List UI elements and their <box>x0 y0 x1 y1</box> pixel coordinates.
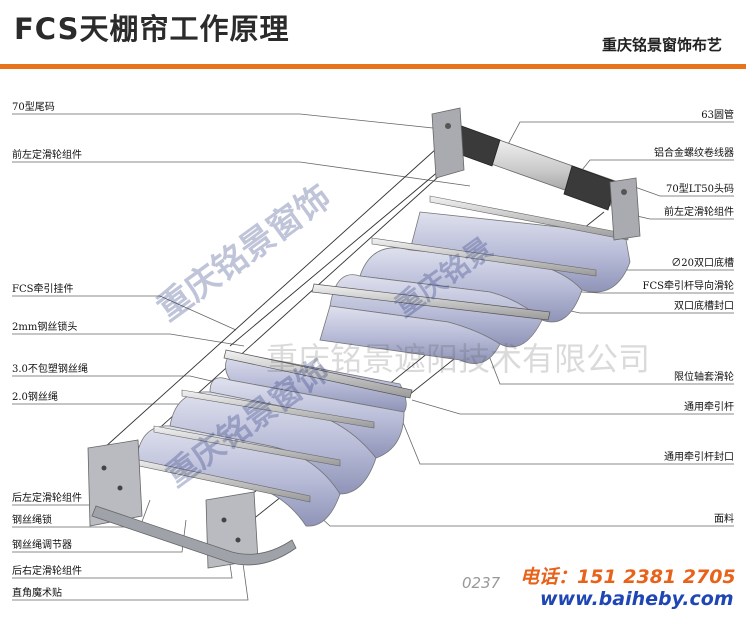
label-wire-adjuster: 钢丝绳调节器 <box>12 538 72 551</box>
label-70-tail-cap: 70型尾码 <box>12 100 55 113</box>
label-traction-bar: 通用牵引杆 <box>684 401 734 413</box>
label-3mm-wire: 3.0不包塑钢丝绳 <box>12 362 88 375</box>
fabric-panels <box>135 211 631 527</box>
left-labels: 70型尾码 前左定滑轮组件 FCS牵引挂件 2mm钢丝锁头 3.0不包塑钢丝绳 … <box>12 100 88 599</box>
bottom-hardware <box>87 439 297 569</box>
watermark-3: 重庆铭景遮阳技术有限公司 <box>266 340 650 378</box>
rails <box>119 195 629 503</box>
label-rear-right-pulley: 后右定滑轮组件 <box>12 564 82 577</box>
label-front-left-pulley-right: 前左定滑轮组件 <box>664 205 734 218</box>
label-wire-lock-head: 2mm钢丝锁头 <box>12 320 77 333</box>
phone-watermark: 0237 <box>462 574 501 592</box>
label-63-tube: 63圆管 <box>701 108 734 121</box>
website-url: www.baiheby.com <box>540 588 734 610</box>
phone-number: 电话：151 2381 2705 <box>520 566 736 588</box>
label-traction-bar-cap: 通用牵引杆封口 <box>664 450 734 463</box>
label-guide-pulley: FCS牵引杆导向滑轮 <box>643 279 734 292</box>
label-front-left-pulley: 前左定滑轮组件 <box>12 148 82 161</box>
label-fabric: 面料 <box>714 512 734 525</box>
label-wire-winder: 铝合金螺纹卷线器 <box>654 146 734 159</box>
label-lt50-head: 70型LT50头码 <box>666 182 734 195</box>
roller-tube <box>431 107 641 241</box>
label-fcs-hanger: FCS牵引挂件 <box>12 282 73 295</box>
label-rear-left-pulley: 后左定滑轮组件 <box>12 491 82 504</box>
accent-bar <box>0 64 746 69</box>
label-bottom-channel: ∅20双口底槽 <box>671 256 734 269</box>
label-limit-pulley: 限位轴套滑轮 <box>674 370 734 383</box>
label-wire-lock: 钢丝绳锁 <box>12 513 52 526</box>
right-labels: 63圆管 铝合金螺纹卷线器 70型LT50头码 前左定滑轮组件 ∅20双口底槽 … <box>643 108 734 525</box>
label-channel-cap: 双口底槽封口 <box>674 299 734 312</box>
company-name: 重庆铭景窗饰布艺 <box>601 36 722 54</box>
page-title: FCS天棚帘工作原理 <box>14 12 290 46</box>
label-2mm-wire: 2.0钢丝绳 <box>12 390 58 403</box>
label-velcro: 直角魔术贴 <box>12 586 62 599</box>
watermark-1: 重庆铭景窗饰 <box>150 177 339 329</box>
